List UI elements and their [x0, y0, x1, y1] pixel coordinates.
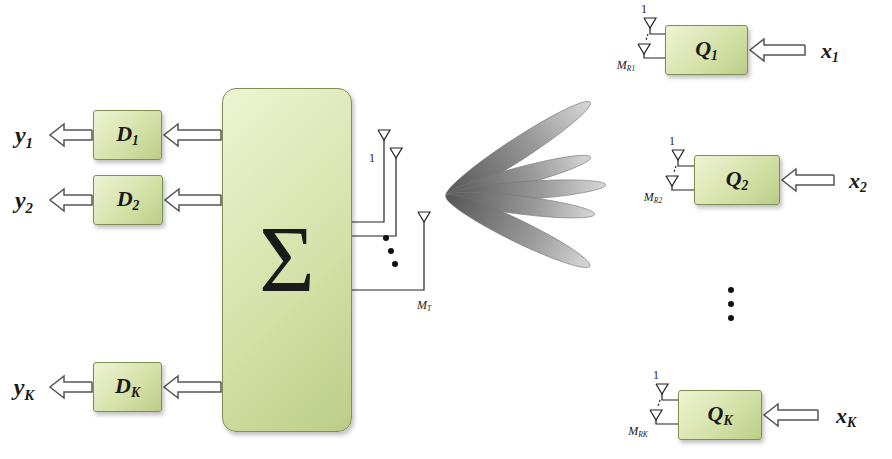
ellipsis-dot	[728, 315, 734, 321]
sum-symbol: Σ	[259, 212, 315, 308]
antenna-wire	[352, 222, 424, 290]
block-arrow	[50, 124, 92, 146]
ellipsis-dot	[383, 235, 389, 241]
ellipsis-dots	[383, 235, 734, 321]
beam-pattern	[440, 93, 606, 276]
antenna-symbol	[672, 150, 684, 160]
antenna-wires	[352, 26, 694, 424]
ellipsis-dot	[392, 261, 398, 267]
antenna-dots	[674, 166, 676, 172]
signal-name: y1	[15, 123, 33, 150]
antenna-wire	[656, 392, 678, 424]
antenna-index: MT	[417, 299, 431, 313]
block-arrow-connector	[164, 124, 221, 146]
beam-lobe	[441, 186, 594, 276]
antenna-index: 1	[653, 369, 659, 381]
process-box: QK	[678, 390, 762, 440]
summation-box: Σ	[222, 88, 352, 432]
block-arrow	[782, 169, 834, 191]
process-box: D2	[93, 175, 163, 225]
process-box: Q2	[694, 155, 780, 205]
process-box: DK	[93, 362, 162, 412]
antenna-symbols	[378, 18, 684, 420]
antenna-index: MRK	[628, 425, 648, 439]
antenna-dots	[646, 34, 648, 40]
antenna-index: 1	[369, 152, 375, 164]
antenna-symbol	[638, 44, 650, 54]
box-label: DK	[115, 375, 140, 400]
box-label: Q1	[695, 38, 718, 63]
box-label: D2	[117, 188, 140, 213]
antenna-index: MR1	[617, 59, 635, 73]
antenna-symbol	[650, 410, 662, 420]
antenna-symbol	[666, 176, 678, 186]
antenna-index: MR2	[644, 191, 662, 205]
ellipsis-dot	[728, 287, 734, 293]
signal-name: yK	[14, 375, 35, 402]
block-arrow-connector	[164, 376, 221, 398]
ellipsis-dot	[388, 248, 394, 254]
antenna-symbol	[378, 130, 390, 140]
block-arrow	[50, 189, 92, 211]
antenna-symbol	[644, 18, 656, 28]
block-arrow	[50, 376, 92, 398]
block-arrow	[750, 39, 805, 61]
antenna-wire	[352, 140, 384, 222]
antenna-wire	[644, 26, 665, 58]
ellipsis-dot	[728, 301, 734, 307]
block-arrow-connector	[165, 189, 221, 211]
box-label: Q2	[726, 168, 749, 193]
signal-name: x2	[849, 170, 867, 195]
process-box: Q1	[665, 25, 748, 75]
antenna-dots	[658, 400, 660, 406]
signal-name: y2	[15, 188, 33, 215]
signal-name: x1	[821, 40, 839, 65]
antenna-symbol	[656, 384, 668, 394]
antenna-wire	[672, 158, 694, 190]
box-label: QK	[708, 403, 733, 428]
antenna-symbol	[390, 148, 402, 158]
antenna-wire	[352, 158, 396, 236]
signal-arrows	[50, 39, 834, 426]
antenna-symbol	[418, 212, 430, 222]
antenna-index: 1	[669, 135, 675, 147]
antenna-index: 1	[641, 3, 647, 15]
signal-name: xK	[836, 405, 856, 430]
box-label: D1	[116, 123, 139, 148]
process-box: D1	[93, 110, 162, 160]
block-arrow	[764, 404, 818, 426]
